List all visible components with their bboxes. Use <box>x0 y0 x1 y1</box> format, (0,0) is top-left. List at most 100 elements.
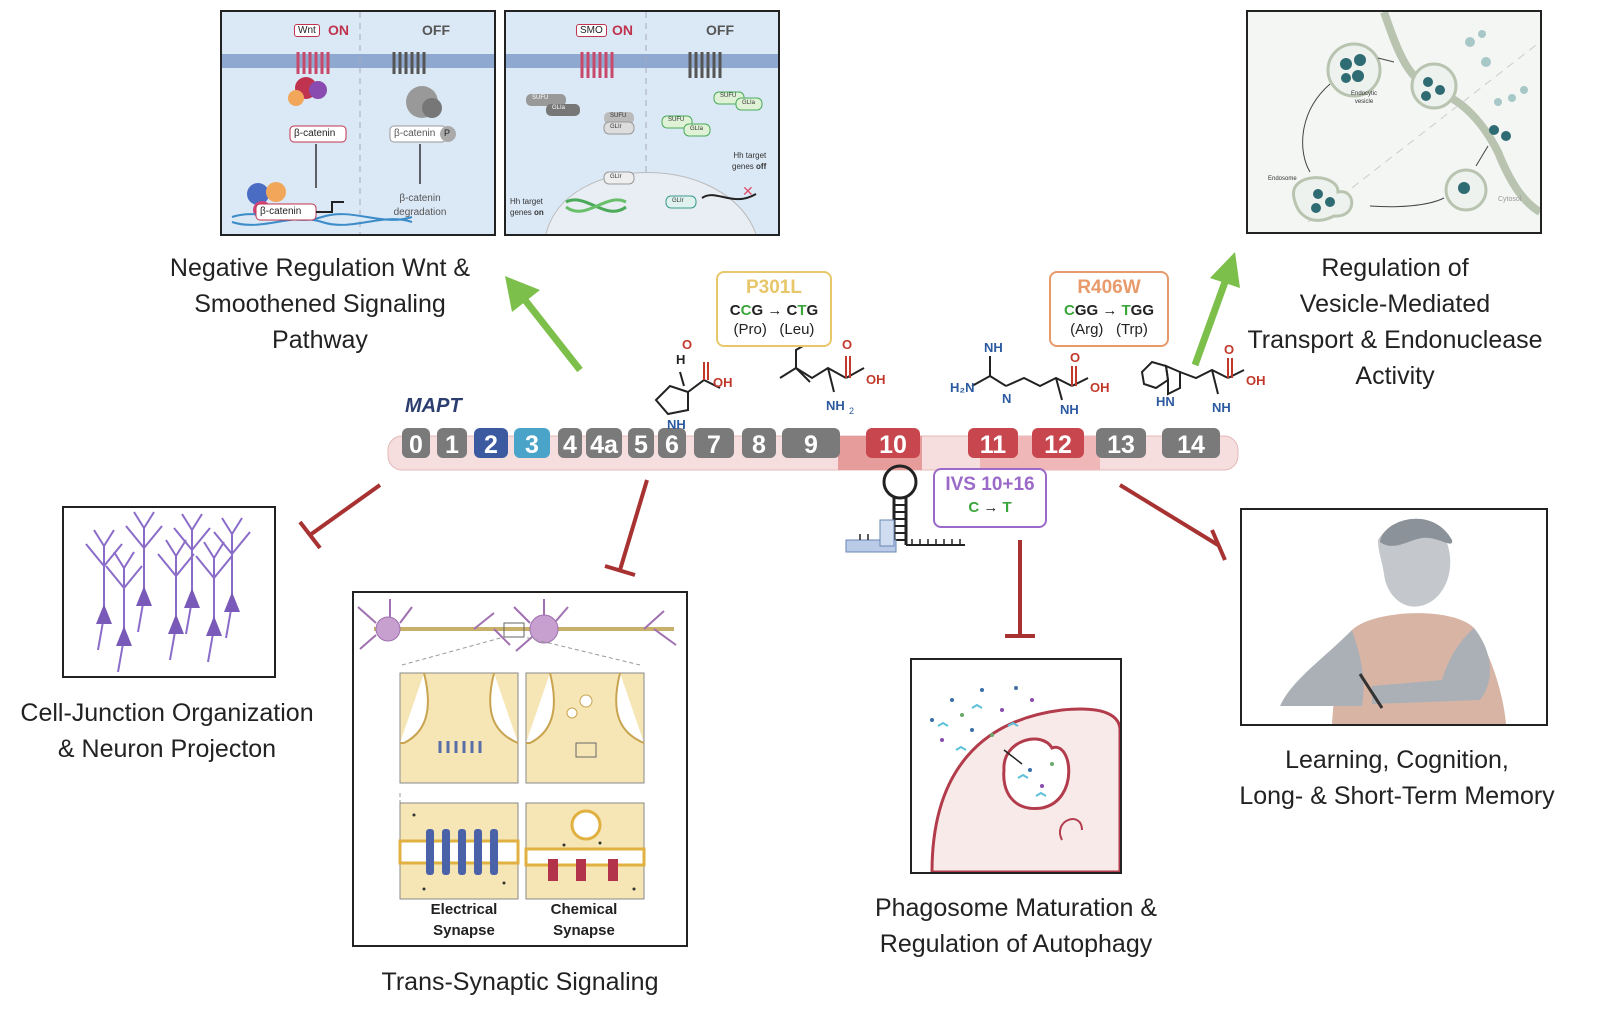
cytosol-label: Cytosol <box>1498 196 1522 203</box>
synapse-label-line: Synapse <box>433 922 495 939</box>
synapse-illustration <box>357 599 677 900</box>
exon-4a-label: 4a <box>590 431 619 459</box>
upregulation-arrow-right <box>1191 280 1229 367</box>
aa-to: (Trp) <box>1115 321 1148 338</box>
caption-line: Smoothened Signaling <box>194 290 446 318</box>
svg-text:O: O <box>682 337 692 352</box>
wnt-pathway-illustration <box>222 12 494 234</box>
nucleotide-to: T <box>1002 499 1012 516</box>
codon-part: G <box>806 302 819 319</box>
inhibition-lines <box>298 479 1227 638</box>
exon-12-block <box>1032 428 1084 458</box>
caption-line: Learning, Cognition, <box>1285 746 1509 774</box>
svg-text:O: O <box>842 337 852 352</box>
codon-change: CGG → TGG <box>1051 302 1167 319</box>
glia-label: GLIa <box>742 100 756 106</box>
aa-from: (Arg) <box>1070 321 1104 338</box>
caption-learning-memory: Learning, Cognition, Long- & Short-Term … <box>1214 742 1580 814</box>
neuron-soma <box>116 626 132 646</box>
off-label: OFF <box>706 22 734 38</box>
nucleotide-change: C → T <box>935 499 1045 516</box>
neuron-dendrite <box>125 511 163 633</box>
phosphate-label: P <box>444 128 451 138</box>
caption-line: Trans-Synaptic Signaling <box>381 968 659 996</box>
nh2-label: NH <box>1060 402 1079 417</box>
exon-6-label: 6 <box>665 431 679 459</box>
codon-part: C <box>729 302 741 319</box>
exon-7-block <box>694 428 734 458</box>
exon-13-label: 13 <box>1107 431 1135 459</box>
caption-vesicle-transport: Regulation of Vesicle-Mediated Transport… <box>1222 250 1568 394</box>
exon-2-block <box>474 428 508 458</box>
codon-part: G <box>751 302 764 319</box>
degradation-line: β-catenin <box>399 193 441 204</box>
proline-structure <box>654 362 721 416</box>
caption-line: & Neuron Projecton <box>57 735 277 763</box>
mutation-title: R406W <box>1077 277 1141 298</box>
svg-text:H₂N: H₂N <box>950 380 975 395</box>
exon-8-label: 8 <box>752 431 766 459</box>
caption-line: Pathway <box>272 326 368 354</box>
caption-line: Cell-Junction Organization <box>20 699 314 727</box>
amino-acid-change: (Pro) (Leu) <box>718 321 830 338</box>
exon-0-label: 0 <box>409 431 423 459</box>
caption-cell-junction: Cell-Junction Organization & Neuron Proj… <box>0 695 334 767</box>
caption-line: Regulation of Autophagy <box>879 930 1153 958</box>
nh-label: NH <box>667 417 686 432</box>
mutation-title: IVS 10+16 <box>945 474 1035 495</box>
neuron-soma <box>206 616 222 636</box>
exon-6-block <box>658 428 686 458</box>
codon-highlight: T <box>797 302 807 319</box>
hh-target-state: on <box>534 208 544 217</box>
exon-4a-block <box>586 428 622 458</box>
neuron-soma <box>136 586 152 606</box>
learning-panel <box>1240 508 1548 726</box>
smo-label: SMO <box>576 24 607 37</box>
sufu-label: SUFU <box>532 95 549 101</box>
exon-13-block <box>1096 428 1146 458</box>
svg-text:NH: NH <box>984 340 1003 355</box>
degradation-line: degradation <box>393 207 447 218</box>
rna-hairpin-icon <box>845 464 965 553</box>
svg-text:✕: ✕ <box>742 183 754 199</box>
phagosome-illustration <box>930 686 1120 872</box>
nucleotide-from: C <box>968 499 980 516</box>
exon-9-block <box>782 428 840 458</box>
exon-14-label: 14 <box>1177 431 1205 459</box>
svg-text:O: O <box>1070 350 1080 365</box>
oh-label: OH <box>1090 380 1110 395</box>
exon-7-label: 7 <box>707 431 721 459</box>
tryptophan-structure <box>1140 358 1245 396</box>
exon-10-block <box>866 428 920 458</box>
oh-label: OH <box>866 372 886 387</box>
exon-14-block <box>1162 428 1220 458</box>
wnt-label: Wnt <box>294 24 320 37</box>
neuron-dendrite <box>195 541 233 663</box>
nh2-label: NH <box>1212 400 1231 415</box>
beta-catenin-label: β-catenin <box>260 206 302 217</box>
synapse-label-line: Synapse <box>553 922 615 939</box>
beta-catenin-label: β-catenin <box>394 128 436 139</box>
hh-target-state: off <box>756 162 767 171</box>
degradation-label: β-catenin degradation <box>390 192 450 220</box>
caption-trans-synaptic: Trans-Synaptic Signaling <box>352 964 688 1000</box>
caption-line: Activity <box>1355 362 1435 390</box>
svg-text:O: O <box>1224 342 1234 357</box>
neuron-panel <box>62 506 276 678</box>
codon-part: C <box>786 302 798 319</box>
oh-label: OH <box>713 375 733 390</box>
person-writing-illustration <box>1280 518 1506 724</box>
h-label: H <box>676 352 685 367</box>
phagosome-panel <box>910 658 1122 874</box>
hh-target-line: genes <box>732 162 757 171</box>
codon-change: CCG → CTG <box>718 302 830 319</box>
exon-11-label: 11 <box>980 431 1007 459</box>
glia-label: GLIa <box>690 126 704 132</box>
exon-2-label: 2 <box>484 431 498 459</box>
codon-highlight: T <box>1121 302 1131 319</box>
arrow-head-icon <box>1210 252 1240 288</box>
mutation-r406w-box: R406W CGG → TGG (Arg) (Trp) <box>1049 271 1169 347</box>
